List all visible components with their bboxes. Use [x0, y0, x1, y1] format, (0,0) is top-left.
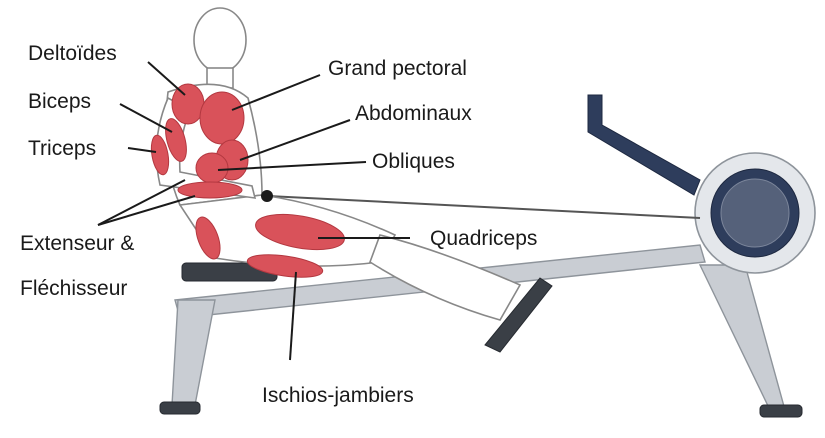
rear-leg	[172, 300, 215, 405]
label-extenseur: Extenseur &	[20, 232, 134, 255]
head	[194, 8, 246, 72]
front-leg	[700, 265, 785, 410]
flywheel-grille	[721, 179, 789, 247]
muscle-deltoides	[172, 84, 204, 124]
label-quadriceps: Quadriceps	[430, 227, 537, 250]
rear-leg-foot	[160, 402, 200, 414]
label-biceps: Biceps	[28, 90, 91, 113]
label-deltoides: Deltoïdes	[28, 42, 117, 65]
muscle-forearm	[178, 182, 242, 198]
front-leg-foot	[760, 405, 802, 417]
label-grand-pectoral: Grand pectoral	[328, 57, 467, 80]
label-abdominaux: Abdominaux	[355, 102, 472, 125]
handle-grip	[261, 190, 273, 202]
label-triceps: Triceps	[28, 137, 96, 160]
muscle-obliques	[196, 153, 228, 183]
handle-arm	[588, 95, 700, 195]
label-flechisseur: Fléchisseur	[20, 277, 127, 300]
label-obliques: Obliques	[372, 150, 455, 173]
label-ischios-jambiers: Ischios-jambiers	[262, 384, 414, 407]
muscle-grand-pectoral	[200, 92, 244, 144]
